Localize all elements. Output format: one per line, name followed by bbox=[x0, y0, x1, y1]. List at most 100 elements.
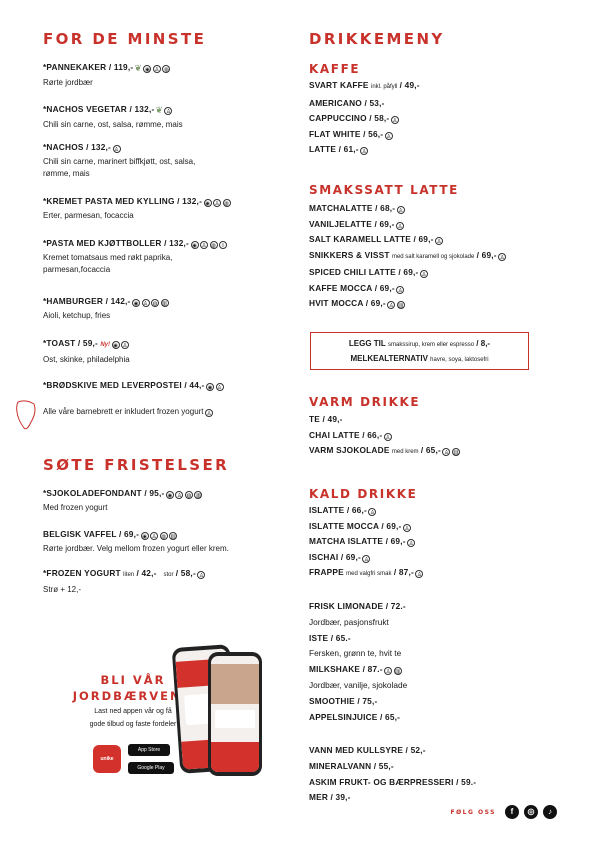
allergen-icon: ♙ bbox=[164, 107, 173, 115]
allergen-icon: ♙ bbox=[390, 116, 399, 124]
allergen-icon: ▥ bbox=[194, 491, 203, 499]
item-name: CAPPUCCINO / 58,- bbox=[309, 113, 390, 123]
allergen-icon: ◉ bbox=[190, 241, 199, 249]
item-desc: Kremet tomatsaus med røkt paprika, bbox=[43, 252, 173, 262]
strawberry-icon bbox=[16, 400, 36, 430]
new-badge: Ny! bbox=[100, 342, 110, 348]
follow-label: FØLG OSS bbox=[450, 808, 496, 816]
tiktok-icon[interactable]: ♪ bbox=[543, 805, 557, 819]
menu-item: *BRØDSKIVE MED LEVERPOSTEI / 44,-◉♙ bbox=[43, 378, 224, 394]
allergen-icon: ♙ bbox=[403, 523, 412, 532]
facebook-icon[interactable]: f bbox=[505, 805, 519, 819]
allergen-icon: ▥ bbox=[169, 532, 178, 540]
allergen-icon: ◍ bbox=[162, 65, 171, 73]
allergen-icon: ▥ bbox=[393, 667, 402, 676]
item-note: inkl. påfyll bbox=[370, 84, 398, 90]
menu-item: MATCHALATTE / 68,-♙ bbox=[309, 201, 506, 217]
allergen-icon: ♙ bbox=[415, 570, 424, 578]
promo-title-1: BLI VÅR bbox=[100, 673, 166, 687]
menu-item: CHAI LATTE / 66,-♙ bbox=[309, 428, 460, 444]
item-desc: Rørte jordbær bbox=[43, 77, 93, 87]
hot-drinks-list: TE / 49,- CHAI LATTE / 66,-♙ VARM SJOKOL… bbox=[309, 412, 460, 461]
menu-item: VANILJELATTE / 69,-♙ bbox=[309, 217, 506, 233]
allergen-icon: ◉ bbox=[140, 532, 149, 540]
allergen-icon: ♙ bbox=[384, 667, 393, 676]
menu-item: KAFFE MOCCA / 69,-♙ bbox=[309, 281, 506, 297]
item-desc: Ost, skinke, philadelphia bbox=[43, 354, 130, 364]
price-large: / 58,- bbox=[175, 568, 196, 578]
allergen-icon: ◍ bbox=[184, 491, 193, 499]
item-note: med valgfri smak bbox=[346, 571, 392, 577]
addon-price: / 8,- bbox=[476, 339, 491, 348]
allergen-icon: ♙ bbox=[442, 448, 451, 456]
allergen-icon: ◉ bbox=[111, 341, 120, 349]
menu-item: *PASTA MED KJØTTBOLLER / 132,-◉♙◍◊ Kreme… bbox=[43, 236, 227, 276]
allergen-icon: ♙ bbox=[407, 539, 416, 547]
app-title-bar bbox=[215, 710, 255, 728]
menu-item: AMERICANO / 53,- bbox=[309, 96, 420, 112]
kids-note-text: Alle våre barnebrett er inkludert frozen… bbox=[43, 407, 204, 416]
app-store-button[interactable]: App Store bbox=[128, 744, 170, 756]
item-name: *NACHOS VEGETAR / 132,- bbox=[43, 104, 155, 114]
allergen-icon: ♙ bbox=[360, 147, 369, 155]
vegetarian-icon: ❦ bbox=[155, 105, 163, 115]
phone-mockup-front bbox=[208, 652, 262, 776]
item-name: LATTE / 61,- bbox=[309, 144, 359, 154]
instagram-icon[interactable]: ◎ bbox=[524, 805, 538, 819]
menu-item: *SJOKOLADEFONDANT / 95,-◉♙◍▥ Med frozen … bbox=[43, 486, 203, 514]
allergen-icon: ♙ bbox=[387, 301, 396, 309]
milk-alt-desc: havre, soya, laktosefri bbox=[430, 357, 489, 363]
item-name: MATCHALATTE / 68,- bbox=[309, 203, 396, 213]
item-name: VARM SJOKOLADE bbox=[309, 445, 390, 455]
cold-drinks-list: ISLATTE / 66,-♙ ISLATTE MOCCA / 69,-♙ MA… bbox=[309, 503, 424, 583]
menu-item: *TOAST / 59,- Ny!◉♙ Ost, skinke, philade… bbox=[43, 336, 130, 366]
app-logo[interactable]: unike bbox=[93, 745, 121, 773]
addon-desc: smakssirup, krem eller espresso bbox=[388, 342, 475, 348]
item-name: MILKSHAKE / 87.- bbox=[309, 664, 383, 675]
item-desc: Strø + 12,- bbox=[43, 584, 82, 594]
allergen-icon: ♙ bbox=[498, 252, 507, 261]
drinks-title: DRIKKEMENY bbox=[309, 30, 445, 48]
allergen-icon: ♙ bbox=[215, 383, 224, 391]
item-name: *PANNEKAKER / 119,- bbox=[43, 62, 134, 72]
item-name: CHAI LATTE / 66,- bbox=[309, 429, 383, 440]
menu-item: BELGISK VAFFEL / 69,-◉♙◍▥ Rørte jordbær.… bbox=[43, 527, 229, 555]
vegetarian-icon: ❦ bbox=[134, 63, 142, 73]
price-small: / 42,- bbox=[136, 568, 157, 578]
google-play-button[interactable]: Google Play bbox=[128, 762, 174, 774]
menu-item: ISCHAI / 69,-♙ bbox=[309, 550, 423, 566]
item-desc: parmesan,focaccia bbox=[43, 264, 111, 274]
allergen-icon: ▥ bbox=[160, 299, 169, 307]
allergen-icon: ♙ bbox=[384, 131, 393, 140]
allergen-icon: ♙ bbox=[213, 199, 222, 207]
item-desc: Jordbær, vanilje, sjokolade bbox=[309, 679, 408, 690]
item-desc: Jordbær, pasjonsfrukt bbox=[309, 616, 389, 627]
menu-item: *FROZEN YOGURT liten / 42,- stor / 58,-♙… bbox=[43, 566, 206, 596]
item-name: *FROZEN YOGURT bbox=[43, 568, 121, 578]
item-desc: Fersken, grønn te, hvit te bbox=[309, 648, 402, 659]
item-name: SNIKKERS & VISST bbox=[309, 249, 390, 260]
menu-item: MATCHA ISLATTE / 69,-♙ bbox=[309, 534, 423, 550]
allergen-icon: ♙ bbox=[435, 237, 444, 245]
allergen-icon: ◉ bbox=[206, 383, 215, 391]
item-desc: Chili sin carne, marinert biffkjøtt, ost… bbox=[43, 156, 196, 166]
item-name: SALT KARAMELL LATTE / 69,- bbox=[309, 234, 434, 244]
item-name: MER / 39,- bbox=[309, 792, 351, 803]
item-desc: Med frozen yogurt bbox=[43, 502, 108, 512]
allergen-icon: ♙ bbox=[368, 508, 377, 516]
addon-box: LEGG TIL smakssirup, krem eller espresso… bbox=[310, 332, 529, 370]
item-note: med krem bbox=[391, 449, 419, 455]
item-name: KAFFE MOCCA / 69,- bbox=[309, 282, 395, 293]
item-name: ISLATTE / 66,- bbox=[309, 505, 367, 515]
promo-sub-2: gode tilbud og faste fordeler bbox=[89, 721, 177, 728]
allergen-icon: ♙ bbox=[112, 145, 121, 153]
item-name: FLAT WHITE / 56,- bbox=[309, 128, 384, 139]
kids-note: Alle våre barnebrett er inkludert frozen… bbox=[43, 404, 214, 420]
item-name: *PASTA MED KJØTTBOLLER / 132,- bbox=[43, 238, 189, 248]
phone-screen bbox=[211, 656, 259, 772]
item-name: HVIT MOCCA / 69,- bbox=[309, 298, 386, 308]
allergen-icon: ◍ bbox=[209, 241, 218, 249]
app-footer-bar bbox=[211, 742, 259, 772]
allergen-icon: ◍ bbox=[151, 299, 160, 307]
item-name: *TOAST / 59,- bbox=[43, 338, 99, 348]
